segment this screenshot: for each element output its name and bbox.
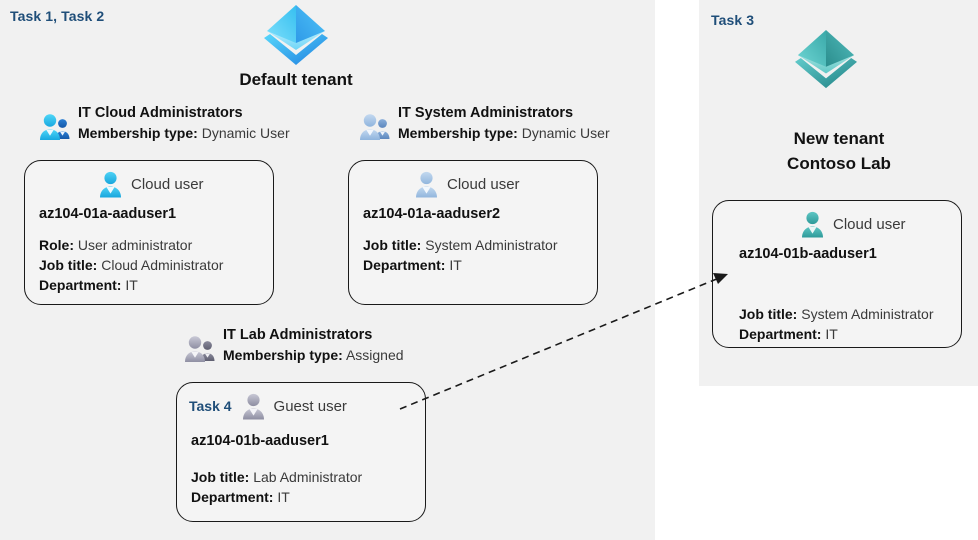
property-value: System Administrator bbox=[425, 237, 558, 253]
property-label: Department: bbox=[39, 277, 122, 293]
user-kind-label: Cloud user bbox=[447, 175, 520, 193]
user-property-department: Department: IT bbox=[739, 324, 961, 344]
property-label: Job title: bbox=[739, 306, 798, 322]
group-membership-value: Dynamic User bbox=[521, 125, 610, 141]
user-card-guest-az104-01b-aaduser1[interactable]: Task 4 Guest user az104-01b-aaduser1 Job… bbox=[176, 382, 426, 522]
property-label: Department: bbox=[739, 326, 822, 342]
property-value: Lab Administrator bbox=[253, 469, 363, 485]
group-membership-label: Membership type: bbox=[398, 125, 518, 141]
group-membership-value: Assigned bbox=[345, 347, 404, 363]
card-head: Cloud user bbox=[713, 209, 961, 239]
group-membership-value: Dynamic User bbox=[201, 125, 290, 141]
user-kind-label: Cloud user bbox=[833, 215, 906, 233]
group-title: IT System Administrators bbox=[398, 105, 574, 121]
new-tenant-name-line1: New tenant bbox=[793, 129, 885, 148]
property-label: Role: bbox=[39, 237, 74, 253]
user-kind-label: Guest user bbox=[273, 397, 347, 415]
user-name: az104-01a-aaduser1 bbox=[39, 206, 177, 222]
group-text: IT Cloud Administrators Membership type:… bbox=[78, 103, 290, 144]
group-membership-label: Membership type: bbox=[223, 347, 343, 363]
user-card-az104-01a-aaduser1[interactable]: Cloud user az104-01a-aaduser1 Role: User… bbox=[24, 160, 274, 305]
card-head: Cloud user bbox=[349, 169, 597, 199]
property-label: Job title: bbox=[363, 237, 422, 253]
card-head: Cloud user bbox=[25, 169, 273, 199]
user-property-department: Department: IT bbox=[191, 487, 425, 507]
property-value: IT bbox=[277, 489, 290, 505]
group-membership-type: Membership type: Dynamic User bbox=[78, 123, 290, 144]
property-label: Department: bbox=[191, 489, 274, 505]
property-label: Job title: bbox=[39, 257, 98, 273]
group-text: IT Lab Administrators Membership type: A… bbox=[223, 325, 404, 366]
cloud-user-icon bbox=[799, 210, 826, 238]
cloud-user-icon bbox=[413, 170, 440, 198]
group-users-icon bbox=[358, 110, 392, 144]
user-properties: Role: User administrator Job title: Clou… bbox=[25, 235, 273, 295]
group-title: IT Lab Administrators bbox=[223, 327, 373, 343]
new-tenant-name: New tenant Contoso Lab bbox=[711, 126, 967, 176]
user-property-role: Role: User administrator bbox=[39, 235, 273, 255]
task-label-right: Task 3 bbox=[711, 12, 755, 28]
user-name: az104-01b-aaduser1 bbox=[739, 246, 877, 262]
user-property-job-title: Job title: System Administrator bbox=[739, 304, 961, 324]
group-membership-type: Membership type: Assigned bbox=[223, 345, 404, 366]
user-property-job-title: Job title: System Administrator bbox=[363, 235, 597, 255]
user-card-az104-01b-aaduser1[interactable]: Cloud user az104-01b-aaduser1 Job title:… bbox=[712, 200, 962, 348]
azure-ad-tenant-icon-new bbox=[789, 28, 863, 90]
user-name: az104-01a-aaduser2 bbox=[363, 206, 501, 222]
user-property-department: Department: IT bbox=[39, 275, 273, 295]
task-label-left: Task 1, Task 2 bbox=[10, 8, 105, 24]
task-label-inline: Task 4 bbox=[189, 398, 232, 414]
group-it-system-administrators: IT System Administrators Membership type… bbox=[358, 103, 610, 144]
property-value: IT bbox=[825, 326, 838, 342]
default-tenant-name: Default tenant bbox=[239, 70, 353, 89]
user-properties: Job title: System Administrator Departme… bbox=[713, 304, 961, 344]
new-tenant-name-line2: Contoso Lab bbox=[787, 154, 891, 173]
user-property-job-title: Job title: Cloud Administrator bbox=[39, 255, 273, 275]
user-properties: Job title: Lab Administrator Department:… bbox=[177, 467, 425, 507]
group-it-cloud-administrators: IT Cloud Administrators Membership type:… bbox=[38, 103, 290, 144]
user-card-az104-01a-aaduser2[interactable]: Cloud user az104-01a-aaduser2 Job title:… bbox=[348, 160, 598, 305]
user-kind-label: Cloud user bbox=[131, 175, 204, 193]
cloud-user-icon bbox=[97, 170, 124, 198]
user-name: az104-01b-aaduser1 bbox=[191, 433, 329, 449]
property-value: User administrator bbox=[77, 237, 193, 253]
group-membership-label: Membership type: bbox=[78, 125, 198, 141]
guest-user-icon bbox=[240, 392, 267, 420]
property-value: Cloud Administrator bbox=[101, 257, 224, 273]
property-label: Job title: bbox=[191, 469, 250, 485]
group-text: IT System Administrators Membership type… bbox=[398, 103, 610, 144]
group-it-lab-administrators: IT Lab Administrators Membership type: A… bbox=[183, 325, 404, 366]
group-membership-type: Membership type: Dynamic User bbox=[398, 123, 610, 144]
property-value: IT bbox=[449, 257, 462, 273]
user-property-department: Department: IT bbox=[363, 255, 597, 275]
property-value: System Administrator bbox=[801, 306, 934, 322]
user-properties: Job title: System Administrator Departme… bbox=[349, 235, 597, 275]
group-title: IT Cloud Administrators bbox=[78, 105, 243, 121]
property-value: IT bbox=[125, 277, 138, 293]
azure-ad-tenant-icon-default bbox=[258, 3, 334, 67]
card-head: Task 4 Guest user bbox=[177, 391, 425, 421]
group-users-icon bbox=[38, 110, 72, 144]
group-users-icon bbox=[183, 332, 217, 366]
property-label: Department: bbox=[363, 257, 446, 273]
user-property-job-title: Job title: Lab Administrator bbox=[191, 467, 425, 487]
